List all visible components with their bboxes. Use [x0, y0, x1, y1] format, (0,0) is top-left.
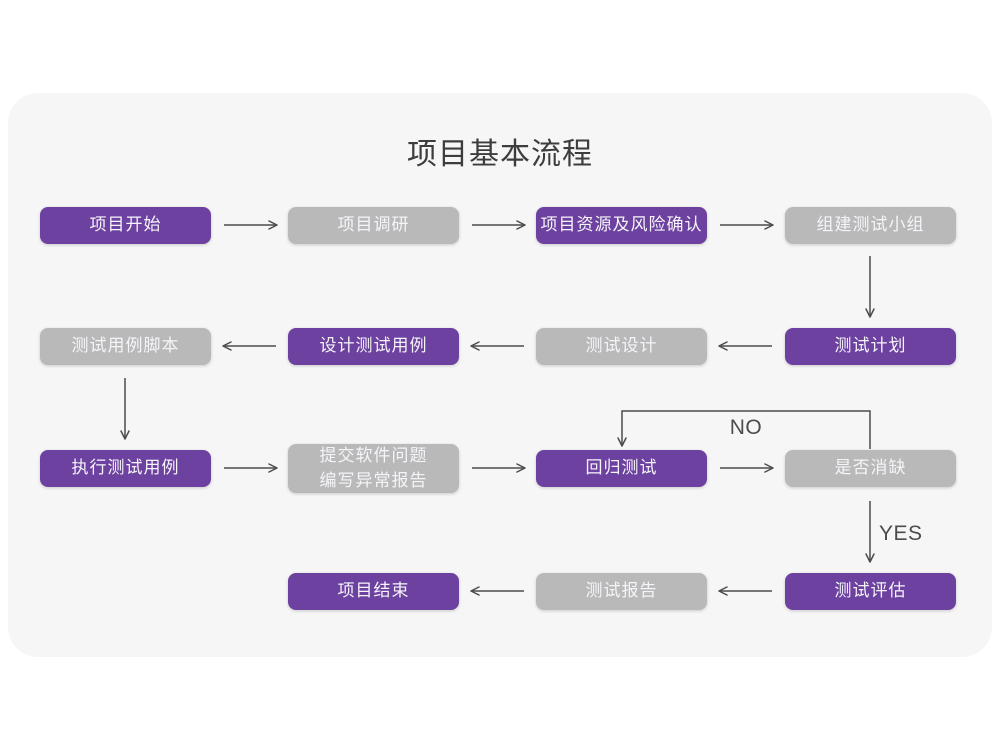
edge-label-yes: YES: [879, 522, 923, 545]
flow-node-test-evaluation: 测试评估: [785, 573, 956, 610]
flow-node-project-end: 项目结束: [288, 573, 459, 610]
flow-node-resource-risk-confirm: 项目资源及风险确认: [536, 207, 707, 244]
edge-label-no: NO: [729, 416, 763, 439]
flow-node-build-test-team: 组建测试小组: [785, 207, 956, 244]
flow-node-project-research: 项目调研: [288, 207, 459, 244]
flow-node-project-start: 项目开始: [40, 207, 211, 244]
flow-node-execute-test-case: 执行测试用例: [40, 450, 211, 487]
flowchart-card: [8, 93, 992, 657]
flow-node-regression-test: 回归测试: [536, 450, 707, 487]
flow-node-test-design: 测试设计: [536, 328, 707, 365]
page-title: 项目基本流程: [407, 138, 593, 171]
flow-node-test-report: 测试报告: [536, 573, 707, 610]
flow-node-test-plan: 测试计划: [785, 328, 956, 365]
flow-node-defect-cleared: 是否消缺: [785, 450, 956, 487]
flow-node-submit-issue-report: 提交软件问题 编写异常报告: [288, 444, 459, 493]
flow-node-design-test-case: 设计测试用例: [288, 328, 459, 365]
flow-node-test-case-script: 测试用例脚本: [40, 328, 211, 365]
